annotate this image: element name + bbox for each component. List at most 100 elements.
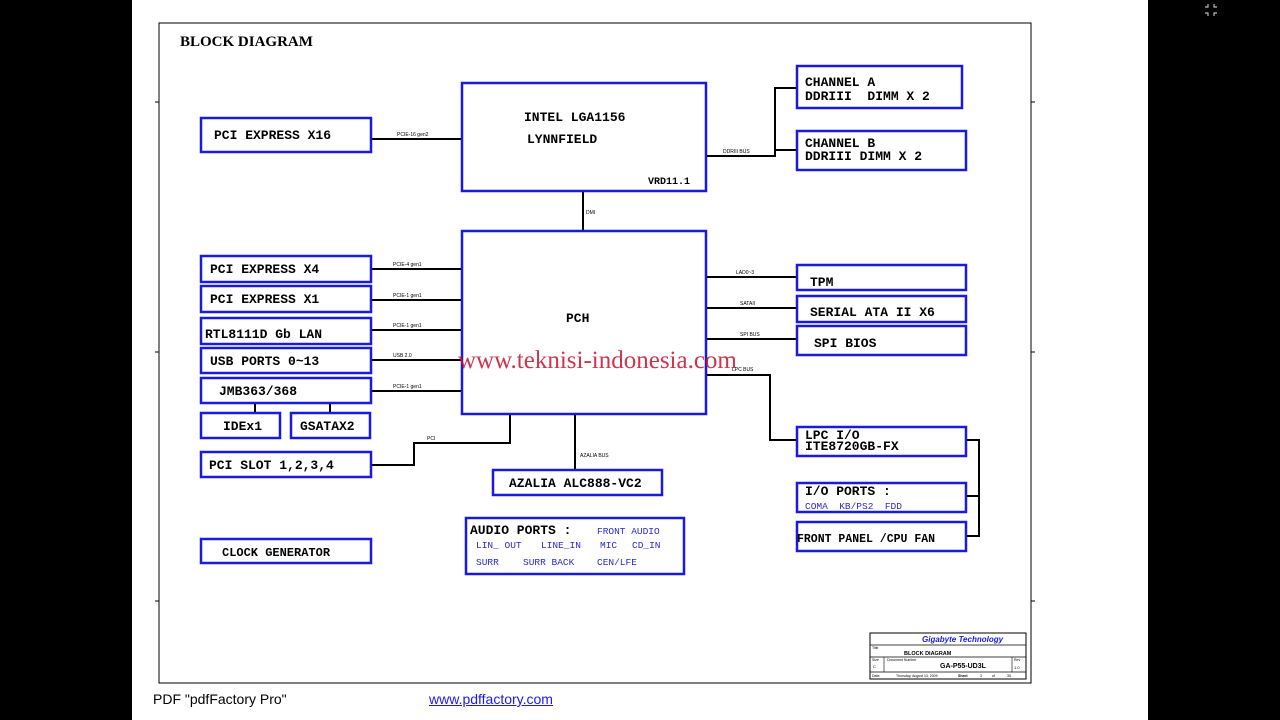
- bus-label-pcie1-c: PCIE-1 gen1: [393, 384, 422, 390]
- jmb-box: [199, 376, 373, 405]
- sata-box: [795, 294, 968, 324]
- pcie-x16-label: PCI EXPRESS X16: [214, 128, 331, 143]
- title-block-docnum: GA-P55-UD3L: [940, 663, 987, 670]
- bus-labels: PCIE-16 gen2 DDRIII BUS DMI PCIE-4 gen1 …: [393, 132, 760, 459]
- bus-label-sataii: SATAII: [740, 301, 755, 307]
- spi-label: SPI BIOS: [814, 336, 877, 351]
- audio-mic: MIC: [600, 540, 617, 551]
- title-block-date: Thursday, August 13, 2009: [896, 674, 938, 678]
- tpm-box: [795, 263, 968, 292]
- title-block-sheet-label: Sheet: [958, 674, 968, 678]
- audio-ports-title: AUDIO PORTS :: [470, 523, 571, 538]
- channel-b-label-2: DDRIII DIMM X 2: [805, 149, 922, 164]
- cpu-label-2: LYNNFIELD: [527, 132, 597, 147]
- bus-label-lpc: LPC BUS: [732, 367, 754, 373]
- cpu-box: [460, 81, 708, 193]
- pcie-x1-box: [199, 284, 373, 314]
- lan-label: RTL8111D Gb LAN: [205, 327, 322, 342]
- block-boxes: [199, 64, 968, 576]
- pcie-x4-label: PCI EXPRESS X4: [210, 262, 319, 277]
- bus-label-pci: PCI: [427, 436, 435, 442]
- frame-ticks: [155, 101, 1035, 602]
- channel-a-label-1: CHANNEL A: [805, 75, 875, 90]
- audio-cd-in: CD_IN: [632, 540, 661, 551]
- cpu-label-1: INTEL LGA1156: [524, 110, 626, 125]
- bus-label-azalia: AZALIA BUS: [580, 453, 609, 459]
- sub-labels: COMA KB/PS2 FDD FRONT AUDIO LIN_ OUT LIN…: [476, 501, 902, 568]
- audio-lin-out: LIN_ OUT: [476, 540, 522, 551]
- pdf-producer-label: PDF "pdfFactory Pro": [153, 691, 287, 707]
- watermark: www.teknisi-indonesia.com: [458, 347, 737, 374]
- bus-label-dmi: DMI: [586, 210, 595, 216]
- channel-a-box: [795, 64, 964, 110]
- pcie-x16-box: [199, 116, 373, 154]
- pch-box: [460, 229, 708, 416]
- title-block-rev: 1.0: [1014, 665, 1020, 670]
- azalia-label: AZALIA ALC888-VC2: [509, 476, 642, 491]
- lpc-io-box: [795, 425, 968, 458]
- audio-ports-box: [464, 516, 686, 576]
- title-block-size: C: [873, 664, 876, 669]
- pci-slot-box: [199, 450, 373, 479]
- pci-slot-label: PCI SLOT 1,2,3,4: [209, 458, 334, 473]
- clock-box: [199, 537, 373, 565]
- block-labels: INTEL LGA1156 LYNNFIELD VRD11.1 PCH PCI …: [205, 75, 935, 560]
- usb-box: [199, 346, 373, 375]
- bus-label-pcie1-b: PCIE-1 gen1: [393, 323, 422, 329]
- sata-label: SERIAL ATA II X6: [810, 305, 935, 320]
- bus-label-ddr: DDRIII BUS: [723, 149, 750, 155]
- title-block-size-label: Size: [872, 658, 879, 662]
- clock-label: CLOCK GENERATOR: [222, 546, 331, 560]
- title-block: Gigabyte Technology Title BLOCK DIAGRAM …: [869, 632, 1027, 680]
- pcie-x4-box: [199, 254, 373, 284]
- pdffactory-link[interactable]: www.pdffactory.com: [429, 691, 553, 707]
- pch-label: PCH: [566, 311, 589, 326]
- lan-box: [199, 316, 373, 346]
- tpm-label: TPM: [810, 275, 834, 290]
- io-ports-label: I/O PORTS :: [805, 484, 891, 499]
- ide-label: IDEx1: [223, 419, 262, 434]
- bus-label-pcie4: PCIE-4 gen1: [393, 262, 422, 268]
- io-ports-list: COMA KB/PS2 FDD: [805, 501, 902, 512]
- jmb-label: JMB363/368: [219, 384, 297, 399]
- lpc-io-label-1: LPC I/O: [805, 428, 860, 443]
- channel-b-box: [795, 129, 968, 172]
- gsata-label: GSATAX2: [300, 419, 355, 434]
- audio-surr-back: SURR BACK: [523, 557, 575, 568]
- audio-cen-lfe: CEN/LFE: [597, 557, 637, 568]
- gsata-box: [289, 411, 372, 440]
- page-title: BLOCK DIAGRAM: [180, 34, 313, 50]
- title-block-date-label: Date:: [872, 674, 880, 678]
- bus-label-lad: LAD0~3: [736, 270, 754, 276]
- bus-label-pcie1-a: PCIE-1 gen1: [393, 293, 422, 299]
- spi-box: [795, 324, 968, 357]
- pcie-x1-label: PCI EXPRESS X1: [210, 292, 319, 307]
- azalia-box: [491, 468, 664, 497]
- channel-a-label-2: DDRIII DIMM X 2: [805, 89, 930, 104]
- front-panel-label: FRONT PANEL /CPU FAN: [797, 533, 935, 546]
- title-block-sheet: 3: [980, 674, 982, 678]
- usb-label: USB PORTS 0~13: [210, 354, 319, 369]
- title-block-of-label: of: [992, 674, 995, 678]
- fullscreen-icon[interactable]: [1204, 3, 1218, 17]
- channel-b-label-1: CHANNEL B: [805, 136, 875, 151]
- title-block-title-label: Title: [872, 646, 879, 650]
- cpu-note: VRD11.1: [648, 177, 690, 188]
- front-panel-box: [795, 520, 968, 553]
- lpc-io-label-2: ITE8720GB-FX: [805, 439, 899, 454]
- io-ports-box: [795, 481, 968, 514]
- bus-label-pcie16: PCIE-16 gen2: [397, 132, 429, 138]
- title-block-sheets: 35: [1007, 674, 1011, 678]
- drawing-frame: [158, 22, 1032, 684]
- bus-lines: [254, 87, 980, 537]
- audio-front: FRONT AUDIO: [597, 526, 660, 537]
- title-block-title: BLOCK DIAGRAM: [904, 651, 952, 657]
- audio-line-in: LINE_IN: [541, 540, 581, 551]
- title-block-rev-label: Rev: [1014, 658, 1020, 662]
- title-block-company: Gigabyte Technology: [922, 635, 1004, 644]
- ide-box: [199, 411, 282, 440]
- bus-label-spi: SPI BUS: [740, 332, 760, 338]
- title-block-docnum-label: Document Number: [887, 658, 917, 662]
- audio-surr: SURR: [476, 557, 499, 568]
